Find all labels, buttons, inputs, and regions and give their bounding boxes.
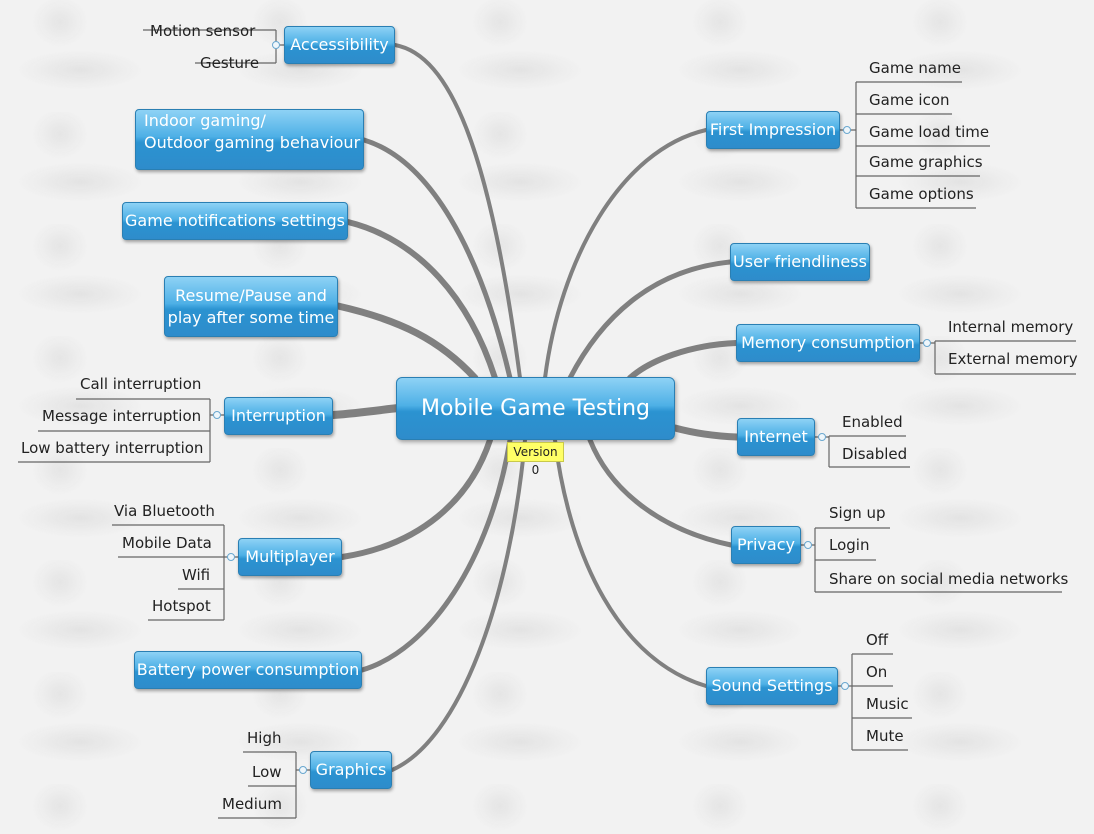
topic-first-impression[interactable]: First Impression bbox=[706, 111, 840, 149]
branch-privacy bbox=[587, 437, 734, 548]
leaf-low-battery-interruption[interactable]: Low battery interruption bbox=[21, 439, 204, 457]
leaf-game-name[interactable]: Game name bbox=[869, 59, 961, 77]
connector-sound bbox=[841, 682, 849, 690]
topic-first-impression-label: First Impression bbox=[709, 120, 837, 139]
leaf-sign-up[interactable]: Sign up bbox=[829, 504, 886, 522]
branch-multiplayer bbox=[339, 437, 493, 560]
leaf-external-memory[interactable]: External memory bbox=[948, 350, 1078, 368]
central-topic[interactable]: Mobile Game Testing bbox=[396, 377, 675, 440]
branch-resume bbox=[334, 302, 479, 382]
version-note: Version 0 bbox=[507, 442, 564, 477]
connector-privacy bbox=[804, 541, 812, 549]
leaf-internal-memory[interactable]: Internal memory bbox=[948, 318, 1074, 336]
branch-sound bbox=[553, 438, 708, 688]
branch-indoor bbox=[361, 137, 513, 381]
topic-internet-label: Internet bbox=[744, 427, 808, 446]
branch-user-friendliness bbox=[567, 259, 733, 381]
connector-graphics bbox=[299, 766, 307, 774]
topic-indoor-outdoor-line1: Indoor gaming/ bbox=[144, 111, 266, 130]
topic-sound-settings[interactable]: Sound Settings bbox=[706, 667, 838, 705]
leaf-via-bluetooth[interactable]: Via Bluetooth bbox=[114, 502, 215, 520]
connector-internet bbox=[818, 433, 826, 441]
leaf-wifi[interactable]: Wifi bbox=[182, 566, 211, 584]
leaf-on[interactable]: On bbox=[866, 663, 888, 681]
topic-interruption-label: Interruption bbox=[231, 406, 326, 425]
connector-accessibility bbox=[272, 41, 280, 49]
connector-multiplayer bbox=[227, 553, 235, 561]
branch-battery bbox=[359, 437, 513, 673]
topic-internet[interactable]: Internet bbox=[737, 418, 815, 456]
leaf-game-options[interactable]: Game options bbox=[869, 185, 974, 203]
branch-memory bbox=[627, 340, 739, 381]
topic-indoor-outdoor-line2: Outdoor gaming behaviour bbox=[144, 133, 361, 152]
leaf-hotspot[interactable]: Hotspot bbox=[152, 597, 211, 615]
topic-memory-label: Memory consumption bbox=[741, 333, 915, 352]
topic-battery-label: Battery power consumption bbox=[136, 660, 360, 679]
leaf-share-social[interactable]: Share on social media networks bbox=[829, 570, 1069, 588]
leaf-high[interactable]: High bbox=[247, 729, 282, 747]
topic-resume-pause-line2: play after some time bbox=[167, 307, 335, 327]
branch-interruption bbox=[329, 404, 402, 419]
topic-multiplayer[interactable]: Multiplayer bbox=[238, 538, 342, 576]
leaf-game-icon[interactable]: Game icon bbox=[869, 91, 950, 109]
branch-accessibility bbox=[393, 43, 522, 380]
leaf-mobile-data[interactable]: Mobile Data bbox=[122, 534, 212, 552]
topic-indoor-outdoor[interactable]: Indoor gaming/ Outdoor gaming behaviour bbox=[135, 109, 364, 170]
connector-first-impression bbox=[843, 126, 851, 134]
topic-notifications[interactable]: Game notifications settings bbox=[122, 202, 348, 240]
topic-notifications-label: Game notifications settings bbox=[125, 211, 345, 230]
topic-multiplayer-label: Multiplayer bbox=[245, 547, 335, 566]
topic-battery[interactable]: Battery power consumption bbox=[134, 651, 362, 689]
topic-accessibility[interactable]: Accessibility bbox=[284, 26, 395, 64]
topic-graphics-label: Graphics bbox=[315, 760, 387, 779]
topic-accessibility-label: Accessibility bbox=[290, 35, 389, 54]
leaf-low[interactable]: Low bbox=[252, 763, 282, 781]
leaf-motion-sensor[interactable]: Motion sensor bbox=[150, 22, 256, 40]
topic-user-friendliness[interactable]: User friendliness bbox=[730, 243, 870, 281]
branch-first-impression bbox=[543, 128, 708, 380]
topic-user-friendliness-label: User friendliness bbox=[733, 252, 867, 271]
topic-memory[interactable]: Memory consumption bbox=[736, 324, 920, 362]
topic-resume-pause[interactable]: Resume/Pause and play after some time bbox=[164, 276, 338, 337]
leaf-disabled[interactable]: Disabled bbox=[842, 445, 908, 463]
branch-graphics bbox=[390, 438, 527, 772]
leaf-login[interactable]: Login bbox=[829, 536, 870, 554]
leaf-game-graphics[interactable]: Game graphics bbox=[869, 153, 983, 171]
leaf-call-interruption[interactable]: Call interruption bbox=[80, 375, 202, 393]
leaf-game-load-time[interactable]: Game load time bbox=[869, 123, 990, 141]
leaf-off[interactable]: Off bbox=[866, 631, 889, 649]
connector-interruption bbox=[213, 411, 221, 419]
central-topic-label: Mobile Game Testing bbox=[421, 396, 650, 421]
leaf-medium[interactable]: Medium bbox=[222, 795, 282, 813]
leaf-enabled[interactable]: Enabled bbox=[842, 413, 903, 431]
topic-graphics[interactable]: Graphics bbox=[310, 751, 392, 789]
leaf-music[interactable]: Music bbox=[866, 695, 909, 713]
leaf-message-interruption[interactable]: Message interruption bbox=[42, 407, 202, 425]
topic-interruption[interactable]: Interruption bbox=[224, 397, 333, 435]
branch-notifications bbox=[345, 219, 498, 381]
topic-sound-settings-label: Sound Settings bbox=[711, 676, 833, 695]
topic-resume-pause-line1: Resume/Pause and bbox=[175, 285, 327, 305]
leaf-mute[interactable]: Mute bbox=[866, 727, 904, 745]
connector-memory bbox=[923, 339, 931, 347]
topic-privacy-label: Privacy bbox=[737, 535, 795, 554]
leaf-gesture[interactable]: Gesture bbox=[200, 54, 260, 72]
topic-privacy[interactable]: Privacy bbox=[731, 526, 801, 564]
branch-internet bbox=[671, 424, 741, 441]
